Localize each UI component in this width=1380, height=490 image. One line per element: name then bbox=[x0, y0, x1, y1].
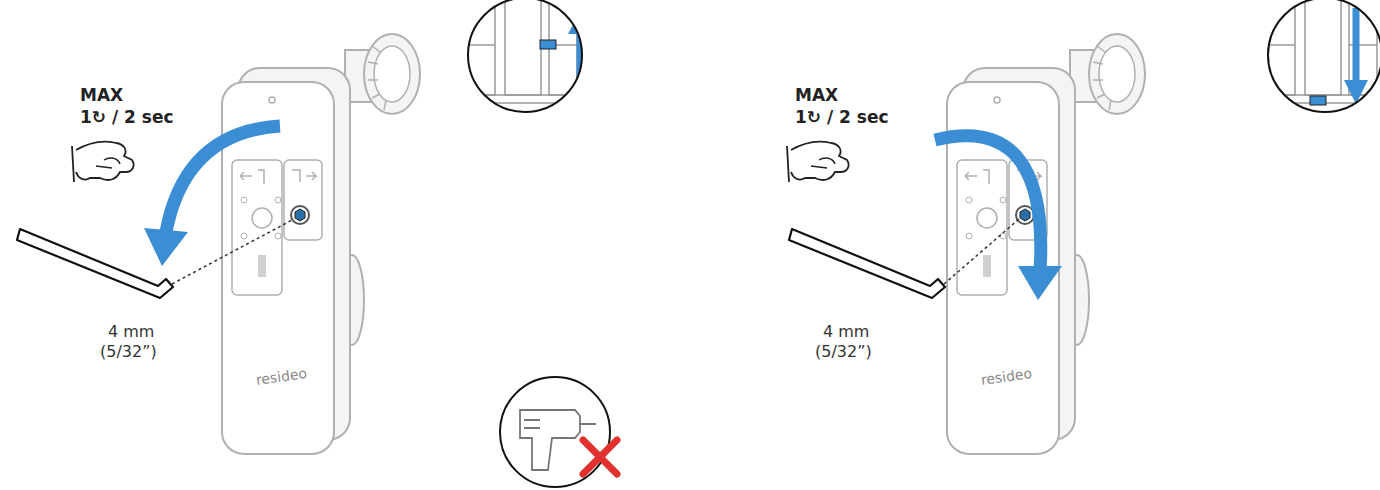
rotation-arrow-head bbox=[1018, 266, 1062, 300]
callout-circle bbox=[1344, 80, 1368, 104]
guide-line bbox=[944, 219, 1019, 284]
rotation-arrow bbox=[166, 126, 280, 232]
no-drill-icon bbox=[520, 410, 580, 470]
callout-circle-outline bbox=[1268, 0, 1380, 112]
instruction-text: MAX bbox=[795, 86, 838, 106]
rotation-arrow bbox=[935, 136, 1041, 272]
brand-mark: resideo bbox=[255, 365, 308, 388]
no-drill-icon bbox=[583, 440, 617, 474]
no-drill-icon bbox=[500, 377, 610, 487]
instruction-text: 1↻ / 2 sec bbox=[80, 108, 174, 128]
no-drill-icon bbox=[524, 420, 596, 428]
callout-circle-outline bbox=[468, 0, 582, 112]
right-panel bbox=[787, 142, 849, 182]
callout-circle bbox=[1310, 96, 1326, 105]
instruction-text: 1↻ / 2 sec bbox=[795, 108, 889, 128]
right-panel bbox=[787, 0, 1380, 454]
left-panel bbox=[72, 142, 134, 182]
dimension-label: 4 mm bbox=[108, 323, 154, 341]
callout-circle bbox=[540, 40, 556, 49]
right-panel bbox=[789, 229, 945, 298]
callout-circle bbox=[1255, 0, 1380, 105]
left-panel bbox=[222, 34, 420, 454]
dimension-label: 4 mm bbox=[823, 323, 869, 341]
brand-mark: resideo bbox=[980, 365, 1033, 388]
guide-line bbox=[172, 219, 294, 284]
callout-circle bbox=[1255, 0, 1380, 103]
instruction-text: MAX bbox=[80, 86, 123, 106]
callout-circle bbox=[1353, 8, 1360, 84]
dimension-label: (5/32”) bbox=[815, 343, 872, 361]
rotation-arrow-head bbox=[144, 228, 188, 266]
dimension-label: (5/32”) bbox=[100, 343, 157, 361]
left-panel bbox=[17, 0, 617, 487]
no-drill-icon bbox=[500, 377, 617, 487]
